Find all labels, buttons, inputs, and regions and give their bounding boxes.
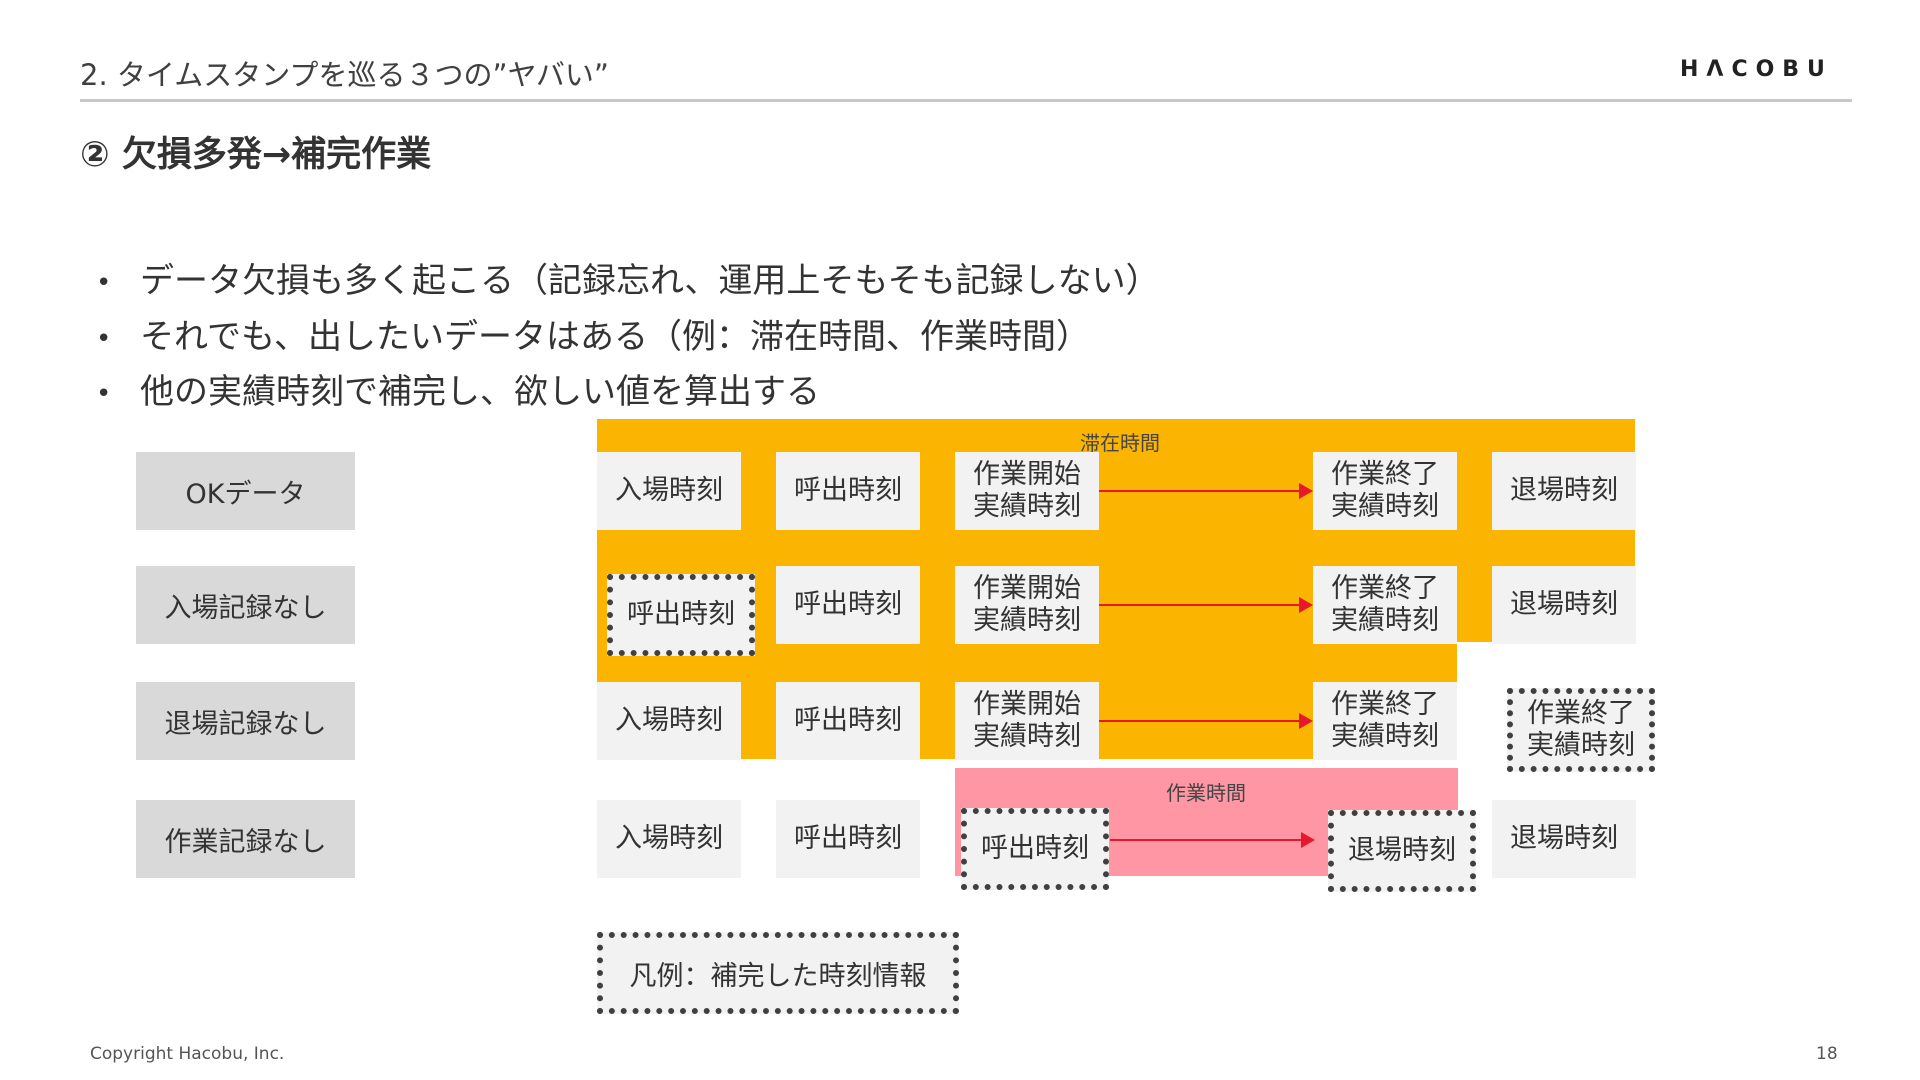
box-line: 実績時刻 <box>973 605 1081 636</box>
header-divider <box>80 99 1852 102</box>
work-time-label: 作業時間 <box>1166 781 1246 805</box>
bullet-item: • それでも、出したいデータはある（例：滞在時間、作業時間） <box>96 309 1090 358</box>
exit-time-box: 退場時刻 <box>1492 452 1636 530</box>
work-start-box: 作業開始実績時刻 <box>955 566 1099 644</box>
arrow-icon <box>1099 483 1313 499</box>
box-line: 作業開始 <box>973 573 1081 604</box>
box-line: 実績時刻 <box>1331 491 1439 522</box>
bullet-item: • データ欠損も多く起こる（記録忘れ、運用上そもそも記録しない） <box>96 253 1160 302</box>
row-label-ok: OKデータ <box>136 452 355 530</box>
slide-heading: ② 欠損多発→補完作業 <box>80 135 432 175</box>
work-end-box: 作業終了実績時刻 <box>1313 452 1457 530</box>
entry-time-box: 入場時刻 <box>597 452 741 530</box>
work-start-box: 作業開始実績時刻 <box>955 452 1099 530</box>
bullet-dot-icon: • <box>96 378 112 409</box>
box-line: 作業終了 <box>1331 689 1439 720</box>
box-line: 実績時刻 <box>1331 605 1439 636</box>
bullet-text: それでも、出したいデータはある（例：滞在時間、作業時間） <box>140 317 1090 357</box>
exit-time-box: 退場時刻 <box>1492 566 1636 644</box>
bullet-text: データ欠損も多く起こる（記録忘れ、運用上そもそも記録しない） <box>140 261 1160 301</box>
arrow-icon <box>1110 832 1315 848</box>
stay-time-label: 滞在時間 <box>1080 431 1160 455</box>
section-title: 2. タイムスタンプを巡る３つの”ヤバい” <box>80 58 609 92</box>
row-label-no-exit: 退場記録なし <box>136 682 355 760</box>
work-end-box: 作業終了実績時刻 <box>1313 566 1457 644</box>
entry-time-box: 入場時刻 <box>597 800 741 878</box>
supplemented-entry-box: 呼出時刻 <box>607 574 755 656</box>
box-line: 実績時刻 <box>1331 721 1439 752</box>
call-time-box: 呼出時刻 <box>776 682 920 760</box>
row-label-no-entry: 入場記録なし <box>136 566 355 644</box>
bullet-dot-icon: • <box>96 267 112 298</box>
brand-logo: HΛCOBU <box>1680 57 1833 82</box>
supplemented-exit-box: 作業終了実績時刻 <box>1507 688 1655 772</box>
box-line: 実績時刻 <box>973 491 1081 522</box>
call-time-box: 呼出時刻 <box>776 566 920 644</box>
bullet-item: • 他の実績時刻で補完し、欲しい値を算出する <box>96 364 820 413</box>
row-label-no-work: 作業記録なし <box>136 800 355 878</box>
bullet-dot-icon: • <box>96 323 112 354</box>
bullet-text: 他の実績時刻で補完し、欲しい値を算出する <box>140 372 820 412</box>
arrow-icon <box>1099 713 1313 729</box>
work-end-box: 作業終了実績時刻 <box>1313 682 1457 760</box>
exit-time-box: 退場時刻 <box>1492 800 1636 878</box>
entry-time-box: 入場時刻 <box>597 682 741 760</box>
box-line: 作業終了 <box>1331 573 1439 604</box>
work-start-box: 作業開始実績時刻 <box>955 682 1099 760</box>
box-line: 作業開始 <box>973 689 1081 720</box>
page-number: 18 <box>1816 1044 1838 1064</box>
copyright: Copyright Hacobu, Inc. <box>90 1044 285 1064</box>
box-line: 実績時刻 <box>973 721 1081 752</box>
box-line: 実績時刻 <box>1527 730 1635 761</box>
box-line: 作業開始 <box>973 459 1081 490</box>
call-time-box: 呼出時刻 <box>776 452 920 530</box>
arrow-icon <box>1099 597 1313 613</box>
call-time-box: 呼出時刻 <box>776 800 920 878</box>
supplemented-work-end-box: 退場時刻 <box>1328 810 1476 892</box>
legend-box: 凡例：補完した時刻情報 <box>597 932 959 1014</box>
supplemented-work-start-box: 呼出時刻 <box>961 808 1109 890</box>
box-line: 作業終了 <box>1527 698 1635 729</box>
box-line: 作業終了 <box>1331 459 1439 490</box>
